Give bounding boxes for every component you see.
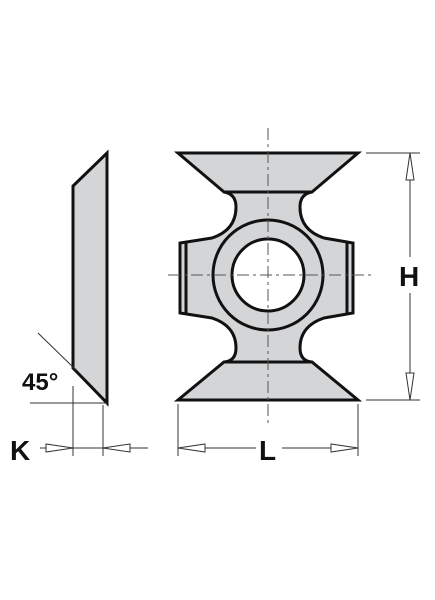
angle-reference-line bbox=[37, 332, 77, 371]
angle-label: 45° bbox=[22, 369, 58, 396]
height-label: H bbox=[399, 261, 419, 292]
length-label: L bbox=[259, 435, 276, 466]
thickness-label: K bbox=[10, 435, 30, 466]
k-arrow-left bbox=[45, 443, 74, 453]
side-view-profile bbox=[71, 149, 109, 407]
side-view: 45° K bbox=[10, 149, 148, 466]
front-view: H L bbox=[168, 128, 424, 466]
k-arrow-right bbox=[102, 443, 131, 453]
h-arrow-top bbox=[405, 152, 415, 181]
h-arrow-bottom bbox=[405, 372, 415, 401]
l-arrow-right bbox=[330, 443, 359, 453]
l-arrow-left bbox=[177, 443, 206, 453]
